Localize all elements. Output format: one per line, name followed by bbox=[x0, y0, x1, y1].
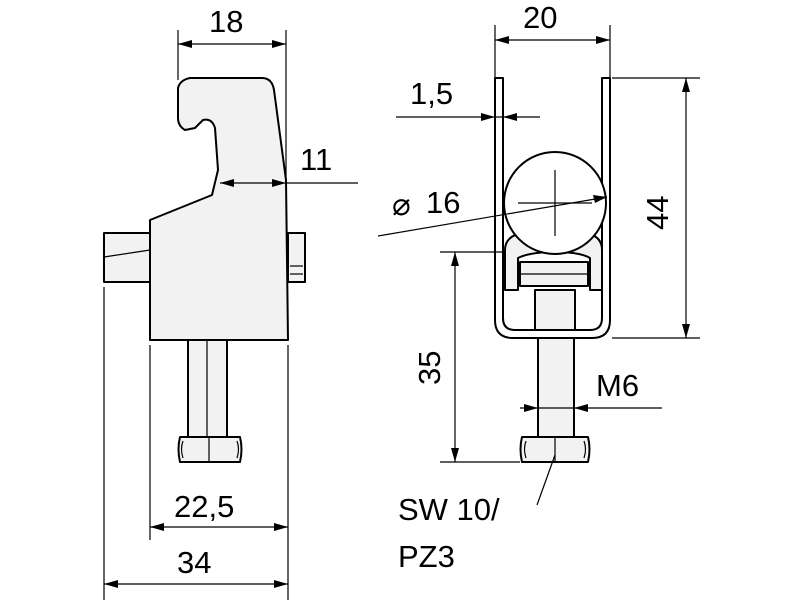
bolt-head-side bbox=[177, 436, 243, 463]
right-flange bbox=[287, 232, 306, 283]
thread-label-m6: M6 bbox=[596, 368, 639, 403]
bolt-shank-front bbox=[537, 337, 575, 438]
dim-label-11: 11 bbox=[300, 142, 332, 177]
diameter-symbol: ⌀ bbox=[392, 187, 411, 222]
clip-body-side bbox=[149, 77, 289, 341]
front-view bbox=[377, 25, 700, 506]
dim-label-22-5: 22,5 bbox=[174, 489, 234, 524]
wrench-label-line2: PZ3 bbox=[398, 539, 455, 574]
dim-label-18: 18 bbox=[209, 4, 243, 39]
side-view bbox=[103, 30, 358, 600]
dim-label-34: 34 bbox=[177, 545, 211, 580]
dim-label-1-5: 1,5 bbox=[410, 76, 453, 111]
dim-label-16: 16 bbox=[426, 185, 460, 220]
dim-label-44: 44 bbox=[640, 196, 675, 230]
wrench-label-line1: SW 10/ bbox=[398, 492, 500, 527]
u-bracket bbox=[494, 77, 611, 339]
rod-stub bbox=[534, 289, 576, 331]
left-flange bbox=[103, 232, 151, 283]
dim-label-20: 20 bbox=[523, 0, 557, 35]
dim-label-35: 35 bbox=[412, 351, 447, 385]
